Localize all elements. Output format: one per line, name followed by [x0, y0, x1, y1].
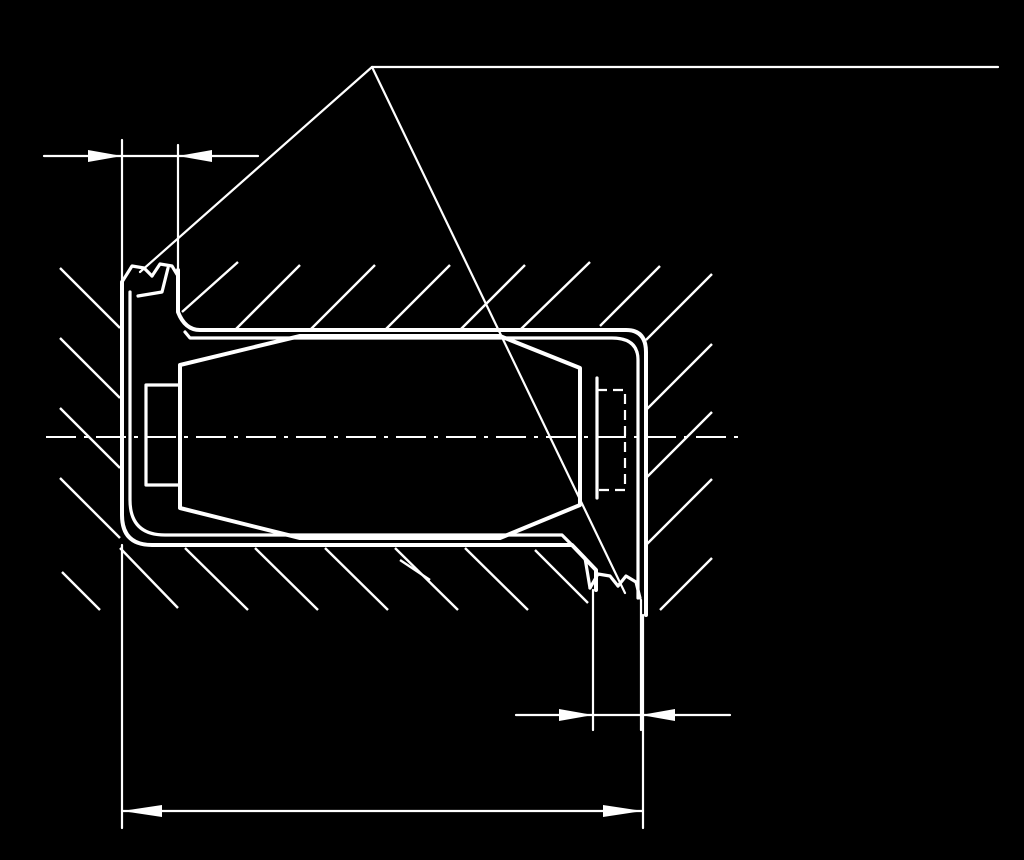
barrel-body	[178, 334, 582, 540]
hatching-lower	[61, 547, 589, 611]
left-end-cap	[144, 383, 182, 487]
seal-ring-outer	[120, 262, 648, 617]
dimension-bottom-right	[514, 588, 732, 732]
dimension-overall-length	[120, 543, 645, 830]
hatching-upper	[59, 261, 713, 611]
dimension-top-left	[42, 138, 260, 292]
